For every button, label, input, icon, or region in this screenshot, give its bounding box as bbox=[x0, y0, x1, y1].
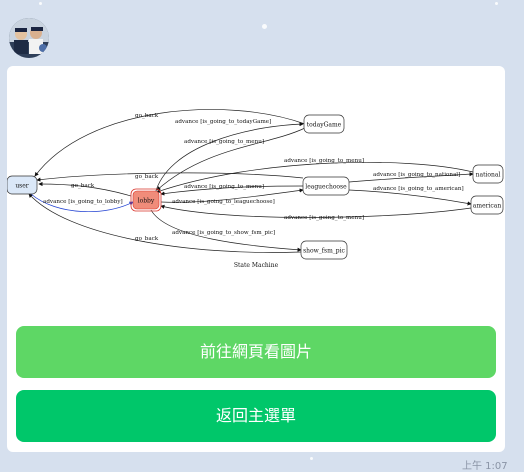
state-machine-diagram: go_back advance [is_going_to_todayGame] … bbox=[7, 109, 504, 269]
node-show_fsm_pic: show_fsm_pic bbox=[300, 240, 348, 260]
edge-todayGame-lobby bbox=[156, 127, 306, 191]
background-star bbox=[39, 2, 42, 5]
edge-label: advance [is_going_to_show_fsm_pic] bbox=[172, 230, 275, 236]
node-label: user bbox=[15, 183, 28, 190]
background-star bbox=[495, 2, 498, 5]
edge-label: advance [is_going_to_american] bbox=[373, 186, 464, 192]
node-user: user bbox=[7, 175, 38, 195]
edge-lobby-leaguechoose bbox=[160, 188, 304, 203]
node-todayGame: todayGame bbox=[303, 114, 345, 134]
edge-american-lobby bbox=[160, 204, 472, 218]
message-timestamp: 上午 1:07 bbox=[462, 461, 508, 472]
user-avatar-photo-icon bbox=[9, 18, 49, 58]
background-star bbox=[262, 24, 267, 29]
edge-label: advance [is_going_to_lobby] bbox=[43, 199, 123, 205]
edge-todayGame-user bbox=[34, 109, 306, 177]
edge-labels: go_back advance [is_going_to_todayGame] … bbox=[43, 113, 464, 242]
sender-avatar[interactable] bbox=[9, 18, 49, 58]
node-label: leaguechoose bbox=[305, 184, 347, 191]
edge-leaguechoose-user bbox=[36, 172, 304, 182]
node-label: lobby bbox=[138, 198, 155, 205]
edge-label: advance [is_going_to_menu] bbox=[184, 184, 264, 190]
edges bbox=[28, 109, 474, 253]
background-star bbox=[310, 457, 313, 460]
edge-user-lobby bbox=[30, 193, 134, 213]
node-american: american bbox=[470, 195, 504, 215]
edge-label: go_back bbox=[71, 183, 95, 189]
view-image-button[interactable]: 前往網頁看圖片 bbox=[16, 326, 496, 378]
edge-lobby-todayGame bbox=[154, 122, 304, 195]
edge-label: advance [is_going_to_leaguechoose] bbox=[172, 199, 275, 205]
edge-leaguechoose-american bbox=[348, 189, 472, 206]
edge-label: advance [is_going_to_todayGame] bbox=[175, 119, 271, 125]
node-label: national bbox=[476, 172, 501, 179]
edge-label: advance [is_going_to_menu] bbox=[284, 158, 364, 164]
node-label: american bbox=[473, 203, 502, 210]
node-lobby: lobby bbox=[130, 188, 162, 212]
node-label: todayGame bbox=[307, 122, 342, 129]
node-national: national bbox=[472, 164, 504, 184]
edge-lobby-user bbox=[38, 181, 132, 197]
edge-show_fsm_pic-user bbox=[28, 193, 302, 253]
message-card: go_back advance [is_going_to_todayGame] … bbox=[7, 66, 505, 452]
edge-label: advance [is_going_to_national] bbox=[373, 172, 460, 178]
edge-national-lobby bbox=[156, 161, 474, 193]
edge-lobby-show_fsm_pic bbox=[150, 209, 302, 252]
edge-label: go_back bbox=[135, 236, 159, 242]
edge-label: advance [is_going_to_menu] bbox=[184, 139, 264, 145]
edge-label: go_back bbox=[135, 113, 159, 119]
edge-label: advance [is_going_to_menu] bbox=[284, 215, 364, 221]
nodes: user lobby todayGame leaguechoose nation… bbox=[7, 114, 504, 260]
back-to-menu-button[interactable]: 返回主選單 bbox=[16, 390, 496, 442]
node-label: show_fsm_pic bbox=[303, 248, 345, 255]
diagram-caption: State Machine bbox=[234, 262, 279, 269]
edge-label: go_back bbox=[135, 174, 159, 180]
edge-leaguechoose-national bbox=[348, 172, 474, 183]
edge-leaguechoose-lobby bbox=[160, 185, 304, 196]
node-leaguechoose: leaguechoose bbox=[302, 176, 350, 196]
